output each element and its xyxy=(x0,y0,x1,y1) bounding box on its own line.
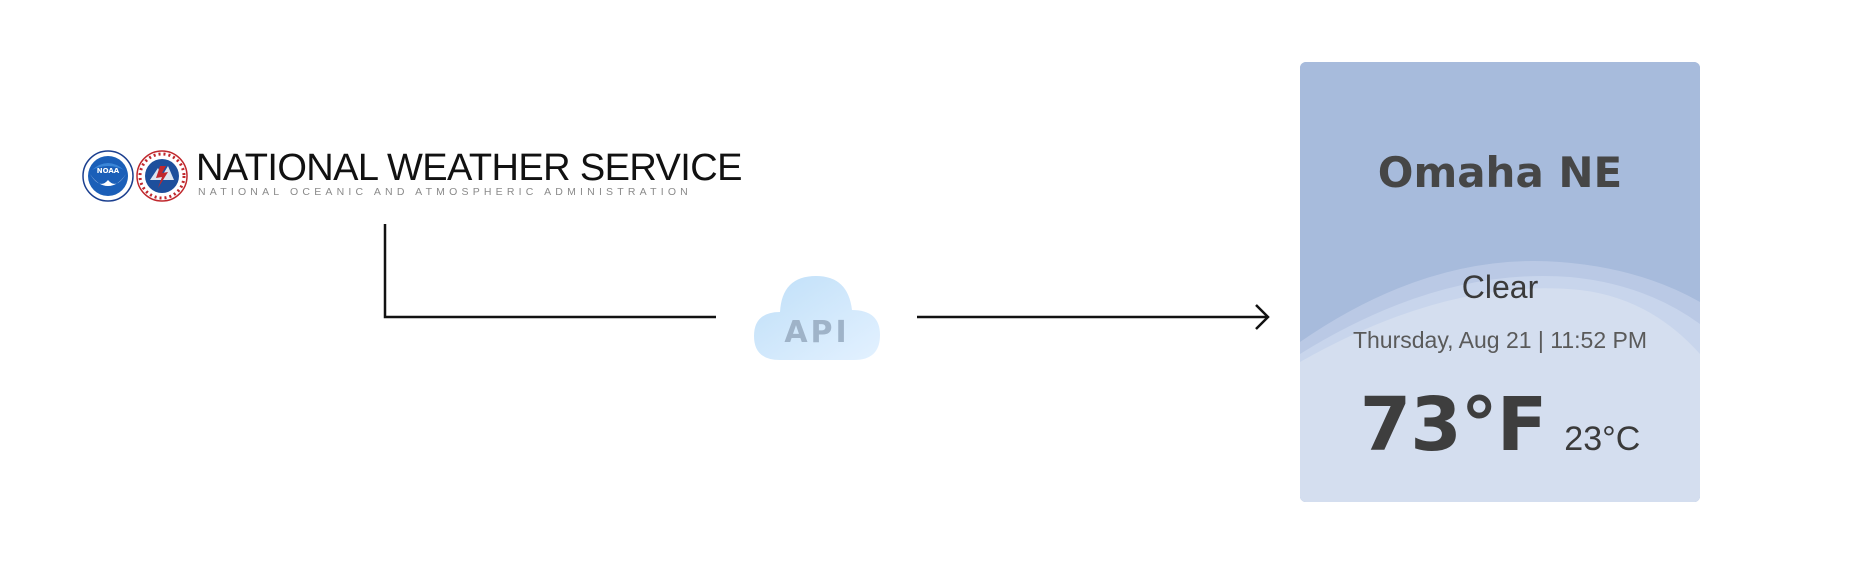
api-cloud-icon: API xyxy=(754,276,880,360)
city-name: Omaha NE xyxy=(1377,148,1623,197)
temperature-fahrenheit: 73°F xyxy=(1359,382,1548,468)
noaa-seal-text: NOAA xyxy=(97,167,120,175)
temperature-row: 73°F 23°C xyxy=(1300,380,1700,484)
nws-logo: NOAA NATIONAL WEATHER SERVICE NATIONAL O… xyxy=(82,148,742,204)
temperature-celsius: 23°C xyxy=(1564,420,1641,458)
noaa-seal-icon: NOAA xyxy=(82,150,134,202)
api-label: API xyxy=(784,315,849,350)
source-to-api-connector xyxy=(383,224,716,319)
nws-subtitle: NATIONAL OCEANIC AND ATMOSPHERIC ADMINIS… xyxy=(198,186,692,198)
nws-title: NATIONAL WEATHER SERVICE xyxy=(196,147,742,189)
weather-condition: Clear xyxy=(1461,269,1539,305)
nws-seal-icon xyxy=(136,150,188,202)
date-time: Thursday, Aug 21 | 11:52 PM xyxy=(1352,327,1648,353)
arrow-head-icon xyxy=(1255,304,1270,330)
weather-card: Omaha NE Clear Thursday, Aug 21 | 11:52 … xyxy=(1300,62,1700,502)
card-wave-background xyxy=(1300,62,1700,502)
